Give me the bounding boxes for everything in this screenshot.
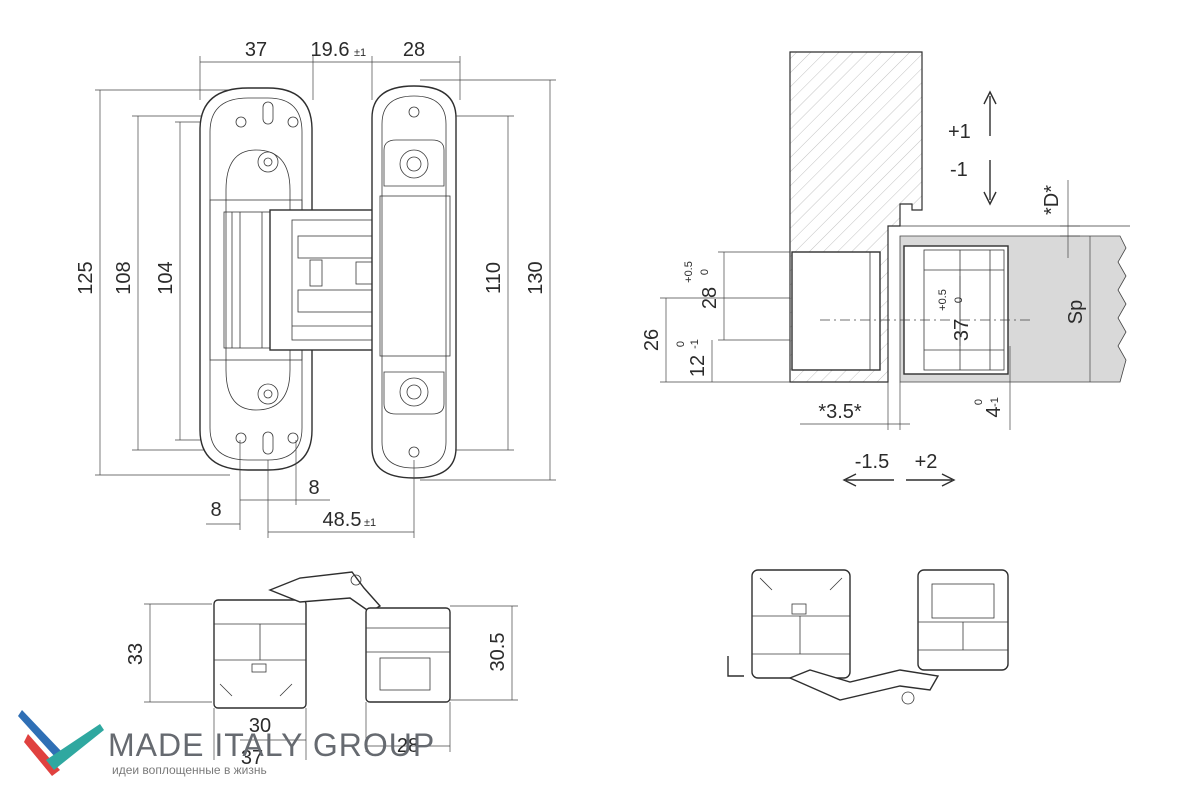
dim-28-tol-bot: 0 [699, 269, 711, 275]
label-plus2: +2 [915, 451, 938, 473]
dim-12-tol-top: 0 [675, 341, 687, 347]
section-view: +1 -1 *D* Sp 28 +0.5 0 26 12 0 -1 37 +0.… [641, 51, 1130, 487]
dim-110: 110 [483, 262, 505, 294]
dim-top-left: 37 [245, 39, 267, 61]
dim-37-tol-bot: 0 [953, 297, 965, 303]
bottom-view-open [727, 569, 1009, 705]
label-minus1: -1 [950, 159, 968, 181]
dim-12-tol-bot: -1 [689, 339, 701, 349]
dim-28: 28 [699, 287, 721, 309]
label-minus15: -1.5 [855, 451, 889, 473]
dim-top-mid-tol: ±1 [354, 47, 366, 59]
bottom-view-closed: 33 30.5 30 37 28 [125, 571, 518, 769]
label-plus1: +1 [948, 121, 971, 143]
brand-tagline: идеи воплощенные в жизнь [112, 763, 267, 777]
dim-4-tol-bot: -1 [989, 397, 1001, 407]
dim-48: 48.5 [323, 509, 362, 531]
dim-top-mid: 19.6 [311, 39, 350, 61]
front-view: 37 19.6 ±1 28 125 108 104 110 130 [75, 39, 556, 538]
dim-30: 30 [249, 715, 271, 737]
dim-33: 33 [125, 643, 147, 665]
dim-104: 104 [155, 261, 177, 294]
dim-4-tol-top: 0 [973, 399, 985, 405]
dim-48-tol: ±1 [364, 517, 376, 529]
dim-37-tol-top: +0.5 [937, 289, 949, 311]
label-sp: Sp [1065, 300, 1087, 324]
dim-130: 130 [525, 261, 547, 294]
dim-8a: 8 [210, 499, 221, 521]
dim-4: 4 [983, 406, 1005, 417]
dim-37-bottom: 37 [241, 747, 263, 769]
dim-28-bottom: 28 [397, 735, 419, 757]
logo-stripe-teal [46, 724, 104, 770]
dim-37: 37 [951, 319, 973, 341]
dim-12: 12 [687, 355, 709, 377]
brand-logo: MADE ITALY GROUP идеи воплощенные в жизн… [18, 710, 435, 777]
dim-305: 30.5 [487, 633, 509, 672]
brand-name: MADE ITALY GROUP [108, 727, 435, 763]
dim-8b: 8 [308, 477, 319, 499]
dim-35: *3.5* [818, 401, 862, 423]
dim-top-right: 28 [403, 39, 425, 61]
dim-28-tol-top: +0.5 [683, 261, 695, 283]
logo-stripe-blue [18, 710, 62, 758]
dim-26: 26 [641, 329, 663, 351]
dim-108: 108 [113, 261, 135, 294]
label-d: *D* [1041, 185, 1063, 215]
dim-125: 125 [75, 261, 97, 294]
